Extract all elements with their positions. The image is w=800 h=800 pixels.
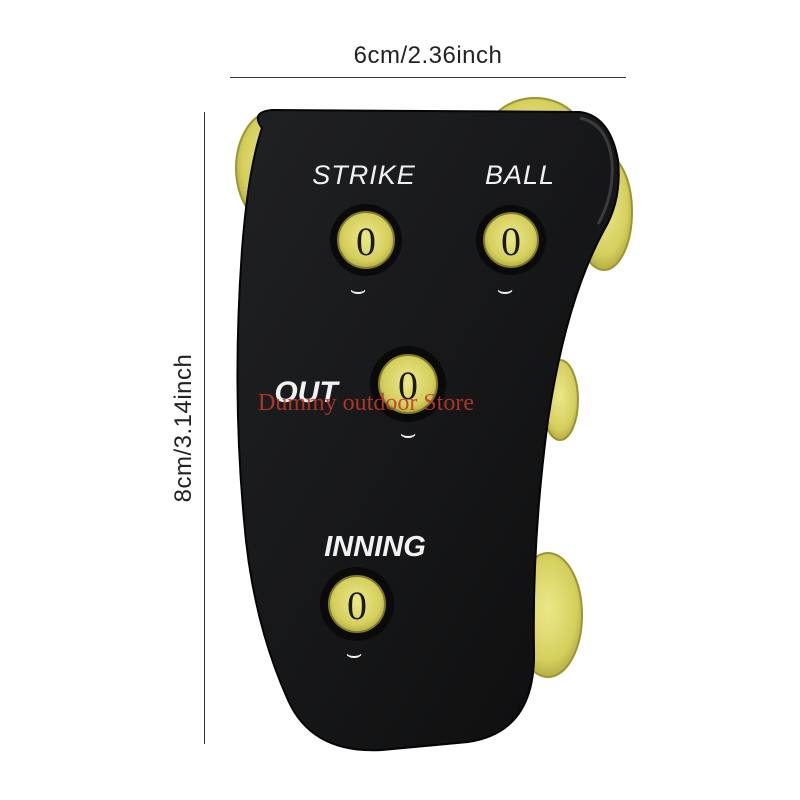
width-dimension: 6cm/2.36inch [230, 40, 626, 80]
out-dial[interactable]: 0 [370, 346, 446, 422]
height-dimension: 8cm/3.14inch [160, 112, 220, 744]
out-dial-value: 0 [398, 363, 418, 408]
width-dimension-line [230, 77, 626, 78]
width-dimension-label: 6cm/2.36inch [353, 42, 503, 69]
height-dimension-line [204, 112, 205, 744]
ball-dial[interactable]: 0 [476, 205, 546, 275]
store-watermark: Dummy outdoor Store [258, 390, 474, 416]
ball-dial-value: 0 [501, 219, 521, 264]
strike-dial-value: 0 [356, 219, 376, 264]
ball-label: BALL [485, 160, 555, 190]
strike-arrow-icon: ⌣ [349, 275, 366, 305]
strike-dial[interactable]: 0 [330, 204, 402, 276]
ball-arrow-icon: ⌣ [496, 275, 513, 305]
out-label: OUT [274, 376, 340, 409]
inning-dial-value: 0 [347, 583, 367, 628]
inning-label: INNING [324, 531, 426, 563]
out-arrow-icon: ⌣ [399, 419, 416, 449]
strike-label: STRIKE [312, 160, 416, 190]
body-edge-highlight [579, 116, 614, 225]
inning-dial[interactable]: 0 [320, 567, 394, 641]
inning-arrow-icon: ⌣ [345, 639, 362, 669]
